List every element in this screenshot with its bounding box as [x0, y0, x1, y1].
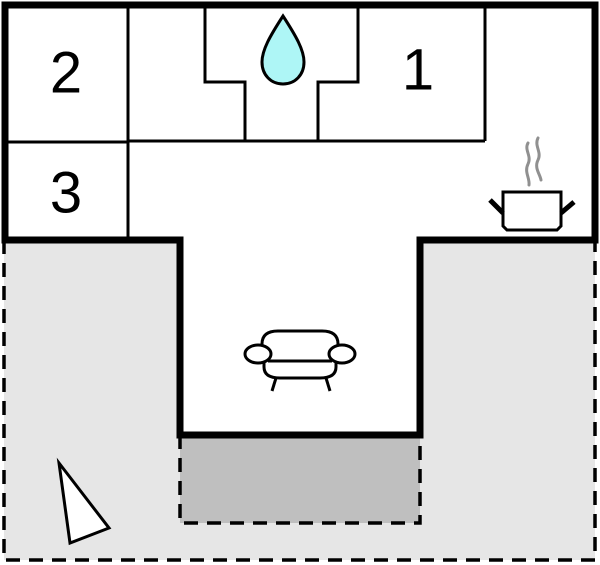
room-label-1: 1 [402, 38, 434, 103]
cooking-pot-icon [488, 136, 576, 232]
water-drop-icon [260, 13, 306, 86]
armchair-icon [243, 329, 357, 392]
exterior-walls [1, 1, 599, 439]
room-label-3: 3 [50, 161, 82, 226]
interior-walls [5, 5, 487, 240]
room-label-2: 2 [50, 41, 82, 106]
north-arrow-icon [56, 457, 112, 546]
building-interior [5, 5, 595, 435]
covered-terrace [178, 435, 422, 525]
